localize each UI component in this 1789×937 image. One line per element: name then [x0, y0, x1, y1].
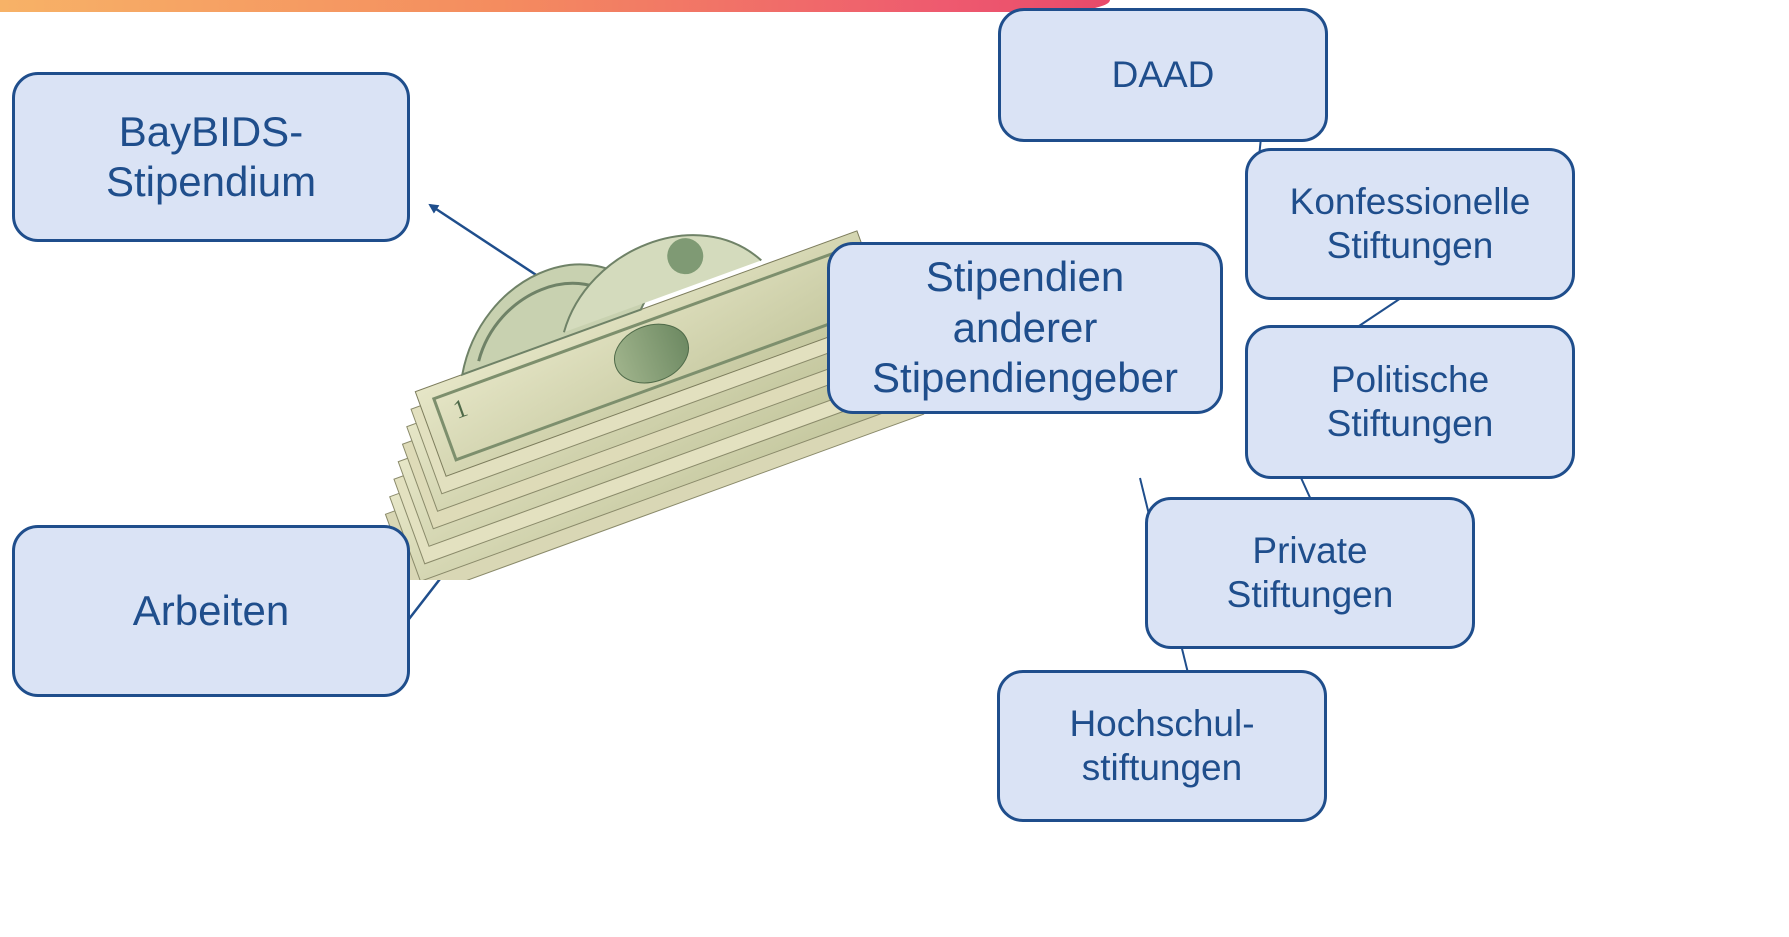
- baybids-box: BayBIDS- Stipendium: [12, 72, 410, 242]
- konfessionelle-label: Konfessionelle Stiftungen: [1289, 180, 1531, 266]
- politische-box: Politische Stiftungen: [1245, 325, 1575, 479]
- hochschul-label: Hochschul- stiftungen: [1069, 702, 1255, 788]
- private-label: Private Stiftungen: [1226, 529, 1394, 615]
- header-accent-bar: [0, 0, 1110, 12]
- baybids-label: BayBIDS- Stipendium: [105, 107, 317, 205]
- central-stipendien-label: Stipendien anderer Stipendiengeber: [872, 253, 1178, 402]
- central-stipendien-box: Stipendien anderer Stipendiengeber: [827, 242, 1223, 414]
- arbeiten-label: Arbeiten: [132, 586, 290, 634]
- hochschul-box: Hochschul- stiftungen: [997, 670, 1327, 822]
- money-stack-image: 1 1: [384, 230, 925, 580]
- konfessionelle-box: Konfessionelle Stiftungen: [1245, 148, 1575, 300]
- daad-label: DAAD: [1111, 53, 1215, 95]
- politische-label: Politische Stiftungen: [1326, 358, 1494, 444]
- daad-box: DAAD: [998, 8, 1328, 142]
- arbeiten-box: Arbeiten: [12, 525, 410, 697]
- private-box: Private Stiftungen: [1145, 497, 1475, 649]
